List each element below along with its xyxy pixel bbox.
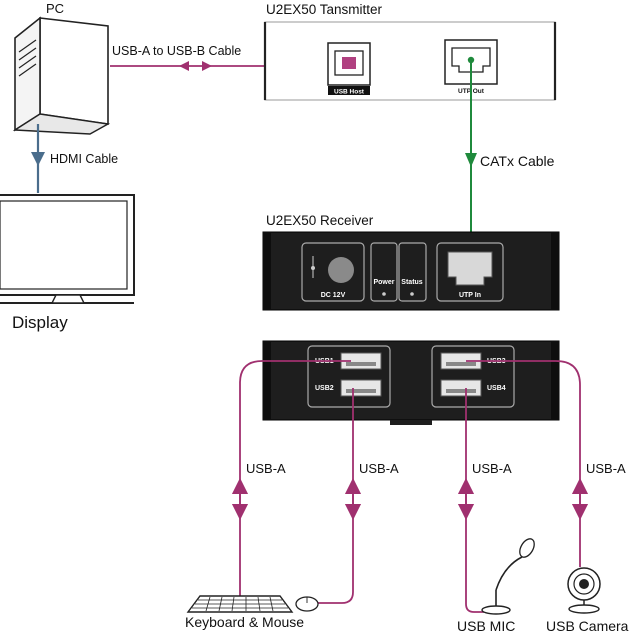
usb-a-label-mic: USB-A [472, 461, 512, 476]
usb2-label: USB2 [315, 385, 334, 392]
keyboard-mouse-label: Keyboard & Mouse [185, 614, 304, 630]
usb-cable-keyboard [231, 360, 351, 598]
mouse-icon [295, 596, 319, 612]
transmitter-title: U2EX50 Tansmitter [266, 2, 383, 17]
power-led-label: Power [373, 279, 394, 286]
hdmi-cable [31, 124, 45, 193]
usb-cable-mouse [318, 388, 362, 604]
usb-a-label-camera: USB-A [586, 461, 626, 476]
usb-cable-mic [457, 388, 484, 613]
receiver-usb-unit [262, 340, 560, 425]
usb4-port [440, 379, 482, 397]
usb-a-label-keyboard: USB-A [246, 461, 286, 476]
dc-12v-label: DC 12V [321, 292, 346, 299]
dc-power-jack [301, 242, 365, 302]
utp-in-label: UTP In [459, 292, 481, 299]
display-monitor-icon [0, 194, 135, 304]
usb-camera-label: USB Camera [546, 618, 629, 634]
keyboard-icon [186, 595, 294, 613]
display-label: Display [12, 313, 68, 332]
hdmi-cable-label: HDMI Cable [50, 152, 118, 166]
usb3-port [440, 352, 482, 370]
usb-cable-camera [466, 360, 589, 567]
catx-cable-label: CATx Cable [480, 153, 555, 169]
status-led-panel [398, 242, 427, 302]
usb-camera-icon [567, 567, 601, 614]
usb-a-to-b-cable-label: USB-A to USB-B Cable [112, 44, 241, 58]
status-led-label: Status [401, 279, 423, 286]
transmitter-unit [263, 21, 557, 101]
utp-in-port [436, 242, 504, 302]
usb-host-port [327, 42, 371, 95]
usb4-label: USB4 [487, 385, 506, 392]
usb2-port [340, 379, 382, 397]
usb-host-port-label: USB Host [334, 89, 365, 96]
usb-mic-label: USB MIC [457, 618, 515, 634]
usb-mic-icon [481, 538, 535, 615]
usb-a-label-mouse: USB-A [359, 461, 399, 476]
pc-label: PC [46, 1, 64, 16]
receiver-title: U2EX50 Receiver [266, 213, 374, 228]
pc-tower-icon [12, 16, 111, 135]
power-led-panel [370, 242, 398, 302]
